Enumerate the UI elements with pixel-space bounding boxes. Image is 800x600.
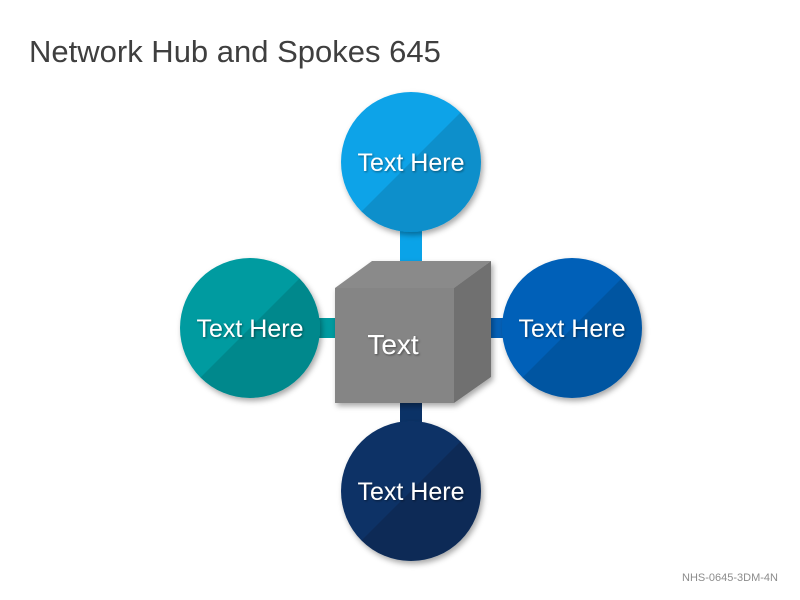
spoke-right-label: Text Here: [519, 315, 626, 343]
spoke-left-label: Text Here: [197, 315, 304, 343]
page-title: Network Hub and Spokes 645: [29, 34, 441, 69]
hub-cube: [335, 261, 491, 403]
spoke-bottom-sheen: [341, 421, 481, 561]
connector-left: [314, 318, 340, 338]
hub-cube-front-face: [335, 288, 454, 403]
spoke-bottom-label: Text Here: [358, 478, 465, 506]
spoke-top-sheen: [341, 92, 481, 232]
spoke-left: [180, 258, 320, 398]
spoke-top-label: Text Here: [358, 149, 465, 177]
footer-code: NHS-0645-3DM-4N: [682, 572, 778, 584]
spoke-right-sheen: [502, 258, 642, 398]
hub-cube-side-face: [454, 261, 491, 403]
spoke-right: [502, 258, 642, 398]
spoke-left-sheen: [180, 258, 320, 398]
connector-bottom: [400, 398, 422, 428]
spoke-bottom: [341, 421, 481, 561]
spoke-top: [341, 92, 481, 232]
hub-label: Text: [367, 329, 419, 360]
hub-cube-top-face: [335, 261, 491, 288]
